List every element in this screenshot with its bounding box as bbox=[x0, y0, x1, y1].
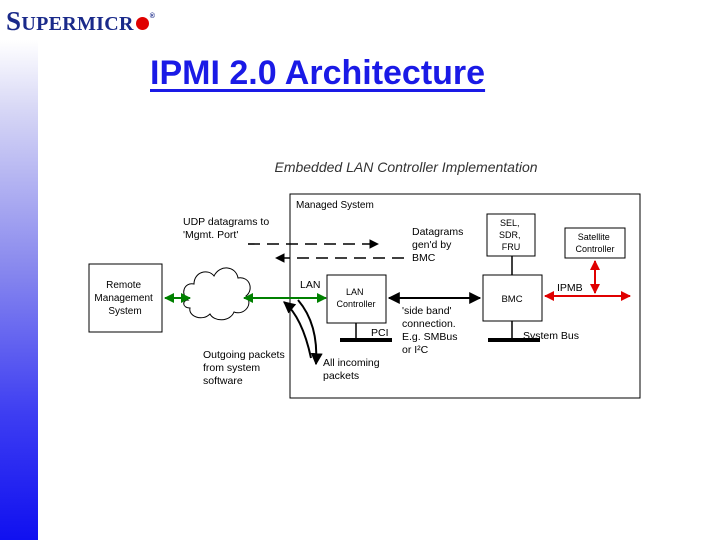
system-bus-label: System Bus bbox=[523, 330, 579, 342]
bmc-label: BMC bbox=[501, 294, 522, 305]
sel-sdr-fru-box bbox=[486, 213, 536, 257]
lan-controller-label: LAN Controller bbox=[336, 287, 375, 309]
lan-label: LAN bbox=[300, 279, 320, 291]
managed-system-label: Managed System bbox=[296, 200, 374, 211]
slide-title: IPMI 2.0 Architecture bbox=[150, 54, 486, 92]
remote-management-label: Remote Management System bbox=[94, 280, 155, 317]
logo-dot-icon bbox=[135, 17, 149, 30]
lan-controller-box bbox=[326, 274, 387, 324]
ipmb-label: IPMB bbox=[557, 282, 583, 294]
satellite-controller-box bbox=[564, 227, 626, 259]
remote-management-box bbox=[88, 263, 163, 333]
satellite-controller-label: Satellite Controller bbox=[575, 232, 614, 254]
network-cloud-icon bbox=[183, 267, 251, 321]
pci-label: PCI bbox=[371, 327, 389, 339]
incoming-packets-label: All incoming packets bbox=[323, 357, 383, 382]
sel-sdr-fru-label: SEL, SDR, FRU bbox=[499, 218, 523, 252]
bmc-box bbox=[482, 274, 543, 322]
diagram-caption: Embedded LAN Controller Implementation bbox=[274, 159, 537, 175]
side-band-label: 'side band' connection. E.g. SMBus or I²… bbox=[402, 305, 460, 356]
udp-datagrams-label: UDP datagrams to 'Mgmt. Port' bbox=[183, 216, 272, 241]
side-gradient-bar bbox=[0, 40, 38, 540]
datagrams-label: Datagrams gen'd by BMC bbox=[412, 226, 466, 264]
outgoing-packets-arrow bbox=[283, 301, 312, 359]
outgoing-packets-label: Outgoing packets from system software bbox=[203, 349, 288, 387]
incoming-packets-arrow bbox=[297, 299, 323, 366]
